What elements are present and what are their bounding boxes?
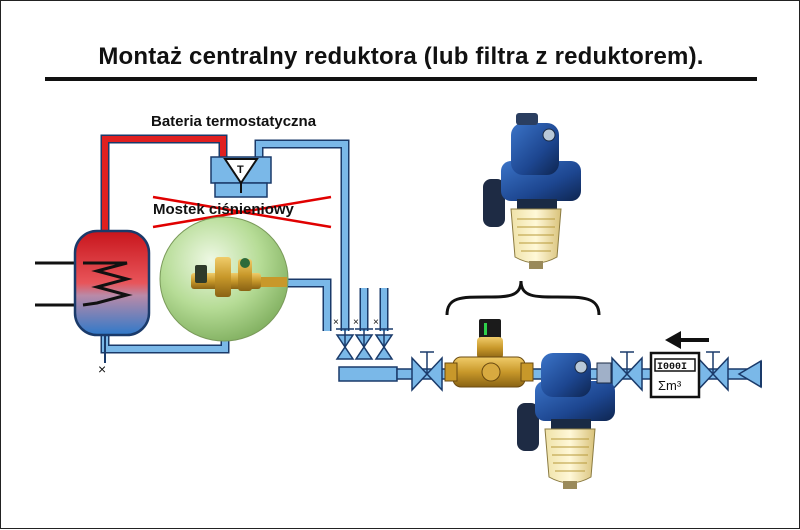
page-title: Montaż centralny reduktora (lub filtra z… <box>98 43 704 70</box>
thermostatic-valve-icon: T <box>210 156 272 198</box>
battery-label: Bateria termostatyczna <box>151 113 317 130</box>
filter-unit-bottom-icon <box>517 353 615 489</box>
shutoff-valve-icon <box>411 351 729 392</box>
check-valve-icon <box>737 359 762 389</box>
bridge-label: Mostek ciśnieniowy <box>153 201 294 218</box>
cold-pipes <box>100 139 389 354</box>
meter-digits: I000I <box>657 362 687 373</box>
meter-unit: Σm³ <box>658 378 682 393</box>
boiler-tank-icon <box>35 229 151 337</box>
alternative-brace <box>445 280 601 316</box>
filter-unit-top-icon <box>483 113 581 269</box>
svg-text:×: × <box>373 317 379 328</box>
valve-symbol: T <box>237 164 244 176</box>
hot-pipe <box>100 134 228 235</box>
title-underline <box>45 77 757 81</box>
manifold <box>338 366 398 382</box>
svg-text:×: × <box>333 317 339 328</box>
flow-arrow-icon <box>665 331 709 349</box>
drain-mark: × <box>98 361 106 377</box>
pressure-bridge-sphere <box>159 216 289 342</box>
pressure-reducer-icon <box>444 319 534 388</box>
bridge-cross-out <box>152 195 332 229</box>
manifold-valves: × × × <box>333 317 394 360</box>
water-meter-icon: I000I Σm³ <box>649 351 701 399</box>
svg-text:×: × <box>353 317 359 328</box>
